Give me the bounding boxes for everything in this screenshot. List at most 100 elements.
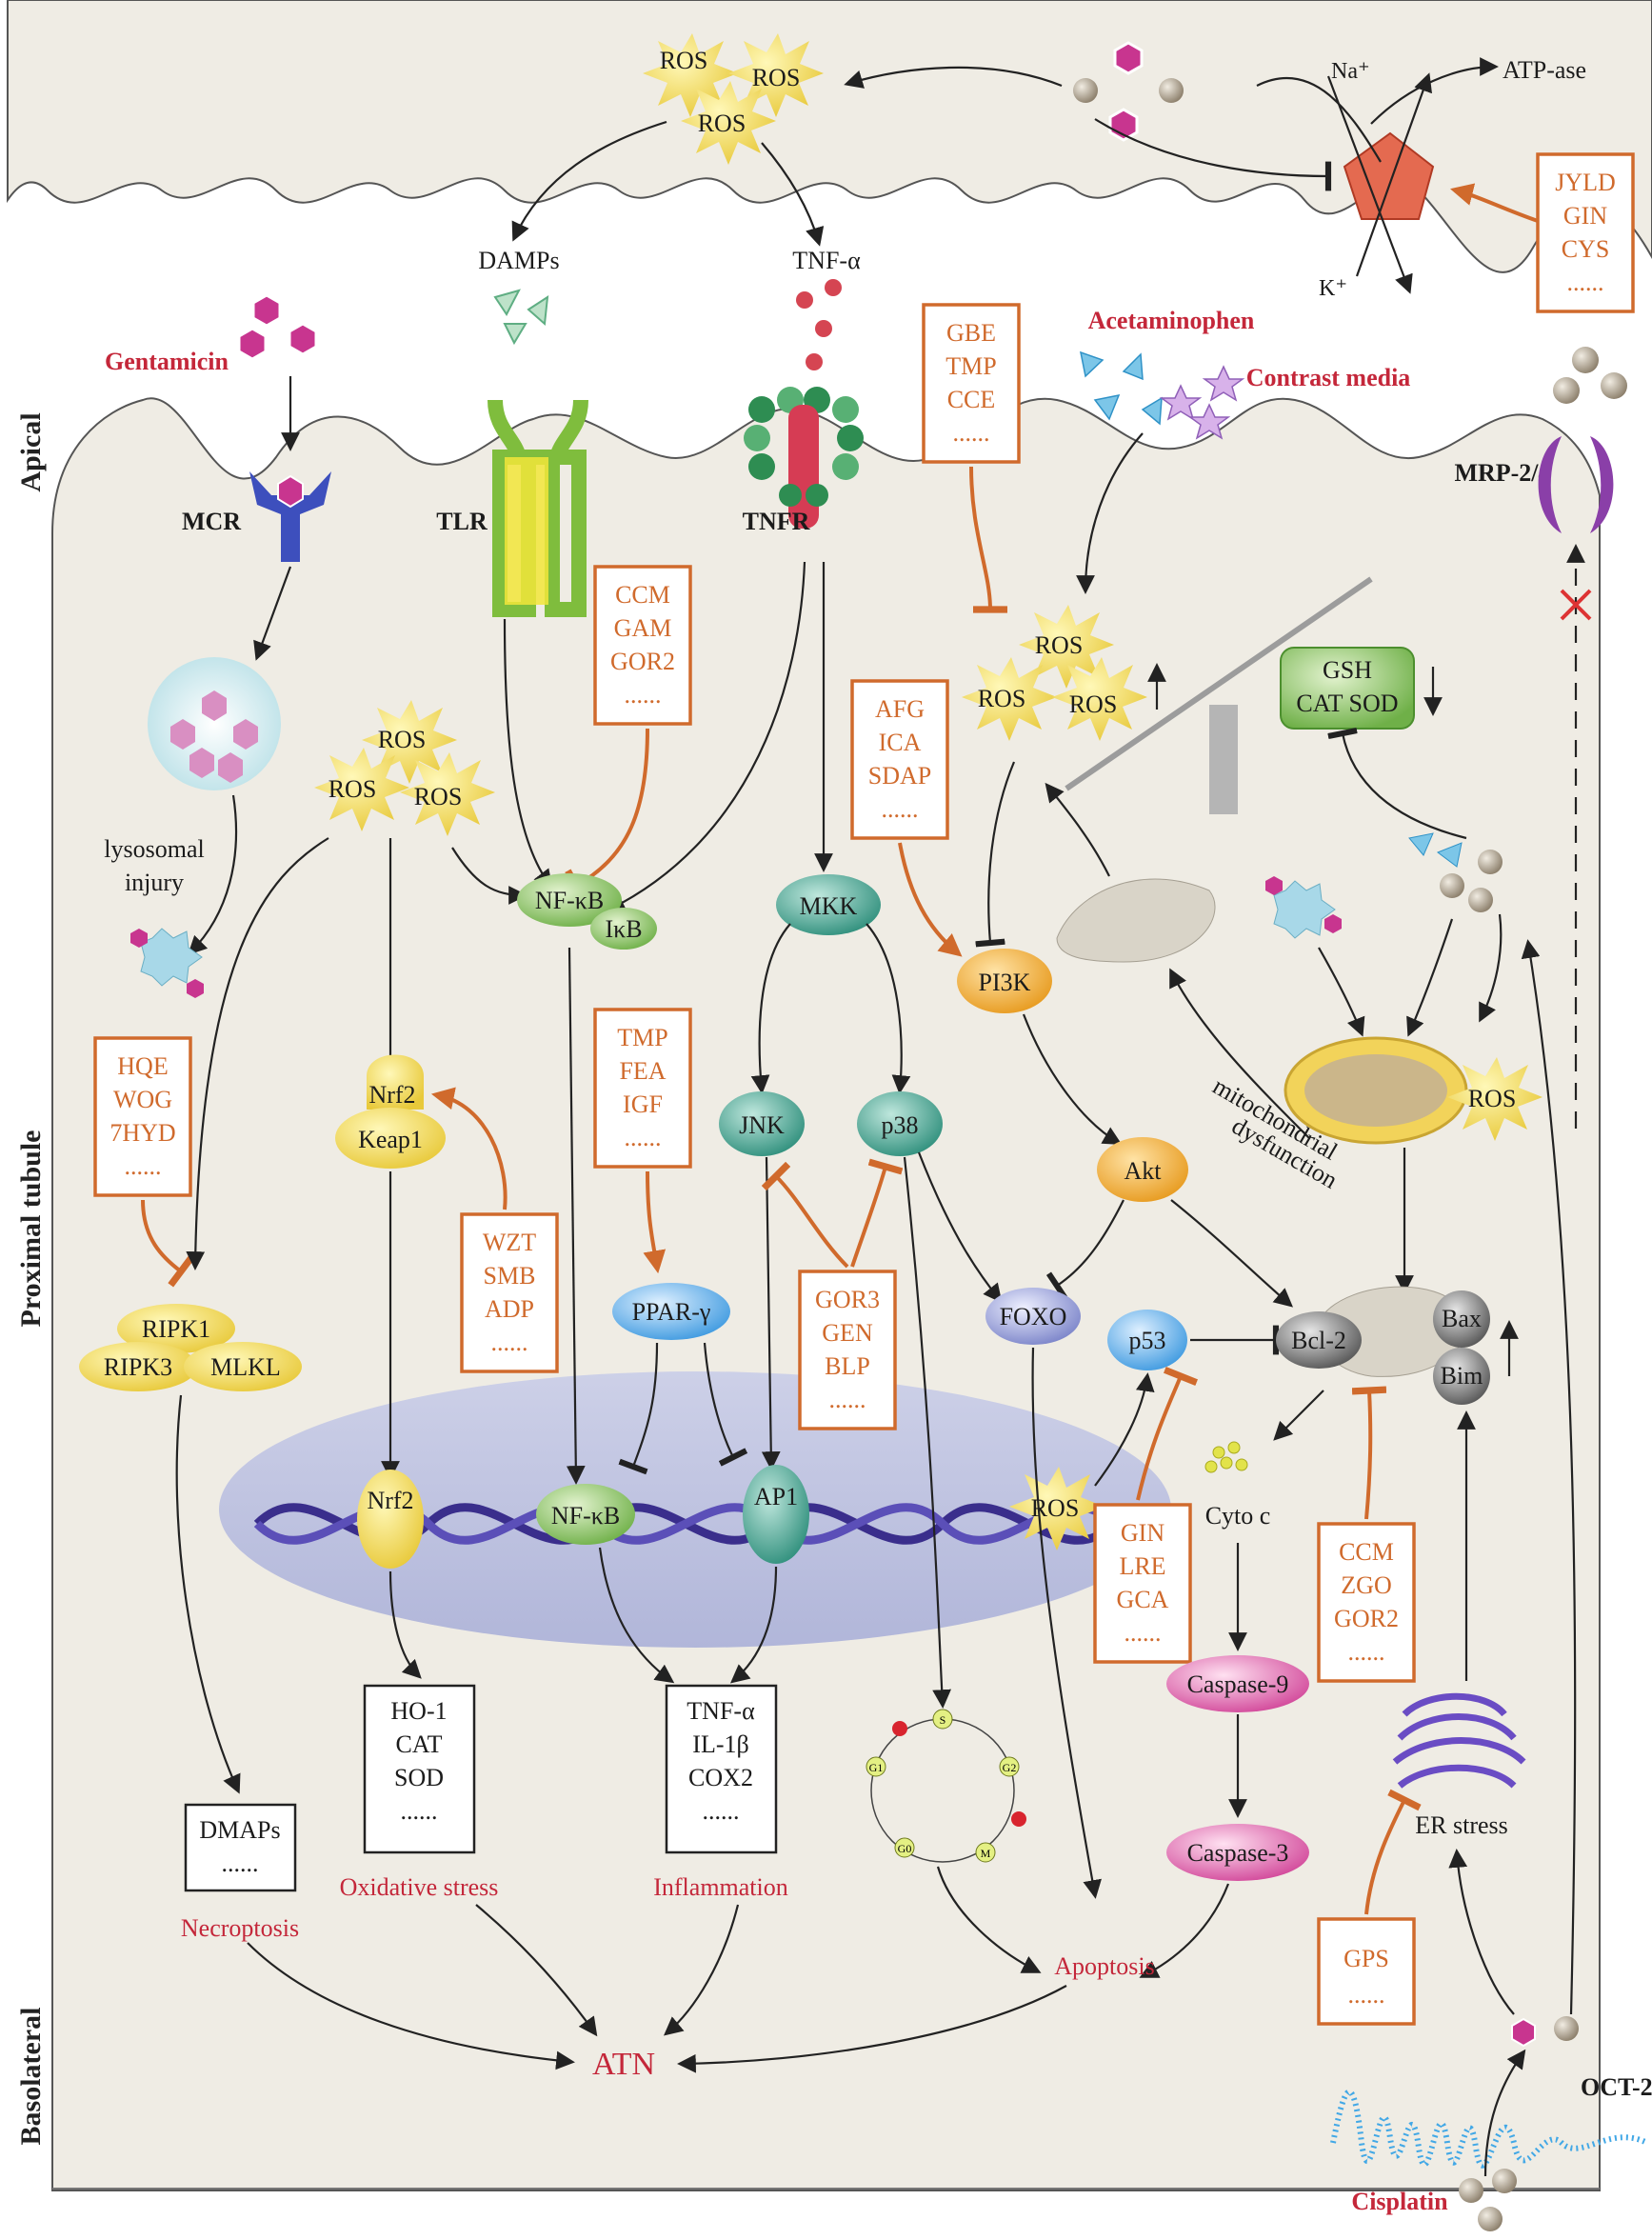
svg-text:Akt: Akt xyxy=(1125,1157,1163,1185)
arrow-nfkb-nucleus xyxy=(566,947,586,1485)
svg-text:......: ...... xyxy=(625,1124,662,1151)
svg-text:ROS: ROS xyxy=(978,685,1026,712)
arrow-apoptosis-atn xyxy=(677,1985,1067,2073)
atpase-label: ATP-ase xyxy=(1503,56,1586,84)
damps-icon xyxy=(493,289,549,346)
arrow-foxo-apoptosis xyxy=(1031,1347,1102,1899)
svg-text:......: ...... xyxy=(625,681,662,709)
arrow-mito-dysfunction xyxy=(1169,968,1310,1139)
svg-text:JYLD: JYLD xyxy=(1555,169,1616,196)
contrast-molecules xyxy=(1159,365,1245,440)
svg-text:ADP: ADP xyxy=(485,1295,534,1323)
svg-text:IκB: IκB xyxy=(605,915,642,943)
inhibit-ccm-nfkb xyxy=(565,728,649,903)
activate-tmp-ppar xyxy=(643,1170,667,1274)
pi3k-node: PI3K xyxy=(957,949,1052,1013)
svg-text:RIPK3: RIPK3 xyxy=(104,1353,172,1381)
cisplatin-molecules xyxy=(1459,2016,1579,2231)
p38-node: p38 xyxy=(857,1091,943,1156)
herb-box-ccm2: CCM ZGO GOR2 ...... xyxy=(1317,1522,1416,1683)
tnfr-label: TNFR xyxy=(743,508,810,535)
tlr-receptor xyxy=(488,399,588,617)
svg-text:......: ...... xyxy=(1348,1638,1385,1666)
svg-text:CCM: CCM xyxy=(615,581,670,609)
jnk-node: JNK xyxy=(719,1091,805,1156)
inhibit-hqe-ripk xyxy=(141,1199,194,1288)
inflammation-box: TNF-α IL-1β COX2 ...... xyxy=(665,1684,778,1854)
arrow-drugs-ros xyxy=(1479,913,1503,1023)
arrow-ripk-dmaps xyxy=(175,1394,241,1794)
drug-cluster-right xyxy=(1408,832,1503,912)
inhibit-gbe-ros xyxy=(969,466,1008,613)
mrp-transporter xyxy=(1538,436,1614,533)
svg-text:GPS: GPS xyxy=(1343,1945,1389,1972)
herb-box-ccm1: CCM GAM GOR2 ...... xyxy=(593,565,692,726)
ros-cluster-center: ROS ROS ROS xyxy=(962,605,1147,741)
svg-text:SOD: SOD xyxy=(394,1764,444,1791)
svg-text:GIN: GIN xyxy=(1563,202,1607,230)
svg-text:......: ...... xyxy=(491,1329,528,1356)
cell-cycle: S G2 M G0 G1 xyxy=(866,1709,1026,1863)
svg-text:S: S xyxy=(940,1713,946,1727)
svg-text:NF-κB: NF-κB xyxy=(551,1502,620,1530)
svg-text:IGF: IGF xyxy=(623,1090,663,1118)
gsh-box: GSH CAT SOD xyxy=(1280,647,1415,730)
svg-text:......: ...... xyxy=(125,1152,162,1180)
svg-text:ROS: ROS xyxy=(1035,631,1084,659)
arrow-akt-bcl2 xyxy=(1170,1199,1294,1308)
svg-text:GSH: GSH xyxy=(1323,656,1372,684)
svg-text:Nrf2: Nrf2 xyxy=(368,1081,415,1109)
inhibit-drug-gsh xyxy=(1327,727,1467,840)
arrow-necroptosis-atn xyxy=(247,1942,575,2070)
arrow-oxidative-atn xyxy=(475,1904,598,2037)
arrow-bcl2-cytoc xyxy=(1273,1390,1324,1441)
svg-text:GCA: GCA xyxy=(1117,1586,1169,1613)
herb-box-afg: AFG ICA SDAP ...... xyxy=(850,679,949,840)
oct2-label: OCT-2 xyxy=(1581,2073,1652,2101)
svg-text:Bim: Bim xyxy=(1441,1362,1483,1390)
gentamicin-label: Gentamicin xyxy=(105,348,229,375)
atn-label: ATN xyxy=(592,2047,655,2082)
akt-node: Akt xyxy=(1097,1137,1188,1202)
na-label: Na⁺ xyxy=(1331,59,1370,84)
ripk-complex: RIPK1 RIPK3 MLKL xyxy=(79,1304,302,1391)
arrow-ros-p53 xyxy=(1094,1372,1155,1487)
ros-label: ROS xyxy=(698,110,746,137)
svg-text:CYS: CYS xyxy=(1562,235,1610,263)
svg-text:GOR2: GOR2 xyxy=(1334,1605,1399,1632)
svg-text:......: ...... xyxy=(1125,1619,1162,1647)
svg-text:ROS: ROS xyxy=(328,775,377,803)
side-label-apical: Apical xyxy=(15,412,47,491)
herb-activation-atpase xyxy=(1450,183,1539,223)
acetaminophen-molecules xyxy=(1080,350,1163,426)
svg-text:ROS: ROS xyxy=(1468,1085,1517,1112)
svg-text:G2: G2 xyxy=(1003,1761,1017,1774)
svg-text:Nrf2: Nrf2 xyxy=(367,1487,413,1514)
arrow-k xyxy=(1355,72,1432,277)
arrow-molecule-mito xyxy=(1318,947,1365,1037)
inhibit-gor3-jnk xyxy=(761,1161,849,1269)
arrow-ros-damps xyxy=(511,120,667,242)
herb-box-gin: GIN LRE GCA ...... xyxy=(1093,1503,1192,1664)
svg-text:......: ...... xyxy=(703,1797,740,1825)
activate-afg-pi3k xyxy=(898,842,963,957)
svg-text:WZT: WZT xyxy=(483,1229,536,1256)
inflammation-label: Inflammation xyxy=(653,1873,788,1901)
svg-text:Caspase-9: Caspase-9 xyxy=(1187,1670,1289,1698)
arrow-inflammation-atn xyxy=(663,1904,740,2036)
svg-text:DMAPs: DMAPs xyxy=(199,1816,280,1844)
svg-text:NF-κB: NF-κB xyxy=(535,887,604,914)
side-label-proximal: Proximal tubule xyxy=(15,1130,47,1328)
damaged-molecule xyxy=(130,928,204,998)
svg-text:MKK: MKK xyxy=(800,892,858,920)
k-label: K⁺ xyxy=(1319,276,1347,301)
herb-box-gor3: GOR3 GEN BLP ...... xyxy=(798,1270,897,1430)
arrow-tlr-nfkb xyxy=(503,618,553,890)
svg-text:ROS: ROS xyxy=(378,726,427,753)
svg-text:p53: p53 xyxy=(1129,1327,1166,1354)
inhibit-ros-pi3k xyxy=(975,761,1016,948)
tlr-label: TLR xyxy=(436,508,488,535)
acetaminophen-label: Acetaminophen xyxy=(1088,307,1255,334)
arrow-pi3k-akt xyxy=(1022,1013,1123,1145)
svg-text:MLKL: MLKL xyxy=(210,1353,281,1381)
